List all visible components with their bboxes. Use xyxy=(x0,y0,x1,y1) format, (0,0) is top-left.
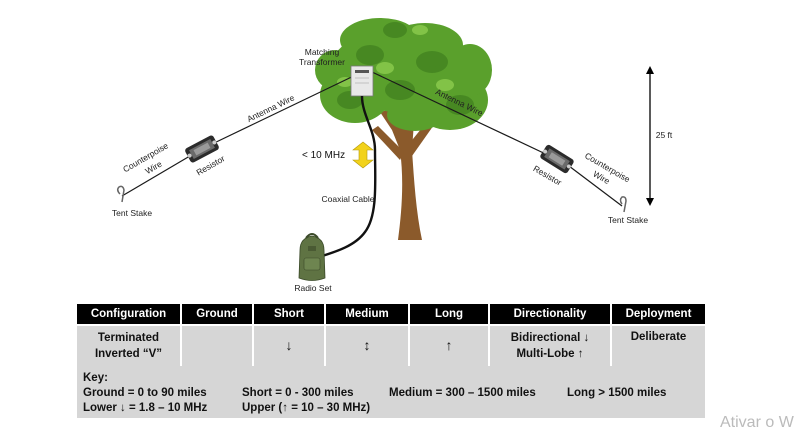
header-directionality: Directionality xyxy=(489,304,612,325)
header-short: Short xyxy=(253,304,326,325)
radio-set-label: Radio Set xyxy=(294,283,332,293)
up-down-arrow-icon: ↕ xyxy=(363,337,371,353)
configuration-line-1: Terminated xyxy=(97,332,160,344)
antenna-diagram: Matching Transformer Antenna Wire Antenn… xyxy=(112,18,673,293)
counterpoise-wire-left xyxy=(121,152,196,197)
coaxial-cable xyxy=(321,95,377,258)
radio-set-backpack-icon xyxy=(298,233,326,281)
key-long: Long > 1500 miles xyxy=(567,387,667,399)
antenna-wire-left xyxy=(209,71,363,146)
matching-transformer-label: Matching xyxy=(305,47,340,57)
height-label: 25 ft xyxy=(656,130,673,140)
directionality-line-1: Bidirectional ↓ xyxy=(510,332,590,344)
cell-directionality: Bidirectional ↓ Multi-Lobe ↑ xyxy=(489,324,612,366)
header-configuration: Configuration xyxy=(77,304,182,325)
height-arrow-icon xyxy=(646,66,654,206)
header-medium: Medium xyxy=(325,304,410,325)
configuration-table: Configuration Ground Short Medium Long D… xyxy=(77,304,705,366)
matching-transformer xyxy=(350,65,374,97)
key-title: Key: xyxy=(83,372,108,384)
matching-transformer-label-2: Transformer xyxy=(299,57,345,67)
configuration-line-2: Inverted “V” xyxy=(94,348,163,360)
activation-watermark: Ativar o W xyxy=(720,414,794,431)
down-arrow-icon: ↓ xyxy=(285,337,293,353)
table-row: Terminated Inverted “V” ↓ ↕ ↑ Bidirectio… xyxy=(77,324,705,366)
table-header-row: Configuration Ground Short Medium Long D… xyxy=(77,304,705,325)
up-arrow-icon: ↑ xyxy=(445,337,453,353)
resistor-right-icon xyxy=(540,144,574,174)
resistor-left-icon xyxy=(185,135,219,163)
cell-long: ↑ xyxy=(409,324,490,366)
key-short: Short = 0 - 300 miles xyxy=(242,387,354,399)
antenna-wire-left-label: Antenna Wire xyxy=(245,92,296,124)
cell-medium: ↕ xyxy=(325,324,410,366)
cell-ground xyxy=(181,324,254,366)
antenna-wire-right xyxy=(371,71,553,158)
tent-stake-left-label: Tent Stake xyxy=(112,208,152,218)
frequency-arrow-icon xyxy=(352,141,374,169)
key-medium: Medium = 300 – 1500 miles xyxy=(389,387,536,399)
key-ground: Ground = 0 to 90 miles xyxy=(83,387,207,399)
coaxial-cable-label: Coaxial Cable xyxy=(322,194,375,204)
tent-stake-right-label: Tent Stake xyxy=(608,215,648,225)
cell-deployment: Deliberate xyxy=(611,324,705,366)
tent-stake-right-icon xyxy=(619,196,627,213)
cell-short: ↓ xyxy=(253,324,326,366)
header-long: Long xyxy=(409,304,490,325)
header-deployment: Deployment xyxy=(611,304,705,325)
cell-configuration: Terminated Inverted “V” xyxy=(77,324,182,366)
tree xyxy=(315,18,492,240)
frequency-label: < 10 MHz xyxy=(302,150,345,161)
key-upper: Upper (↑ = 10 – 30 MHz) xyxy=(242,402,371,414)
counterpoise-wire-right xyxy=(564,162,623,207)
directionality-line-2: Multi-Lobe ↑ xyxy=(516,348,584,360)
tent-stake-left-icon xyxy=(116,185,125,203)
header-ground: Ground xyxy=(181,304,254,325)
key-legend: Key: Ground = 0 to 90 miles Short = 0 - … xyxy=(77,366,705,418)
key-lower: Lower ↓ = 1.8 – 10 MHz xyxy=(83,402,208,414)
